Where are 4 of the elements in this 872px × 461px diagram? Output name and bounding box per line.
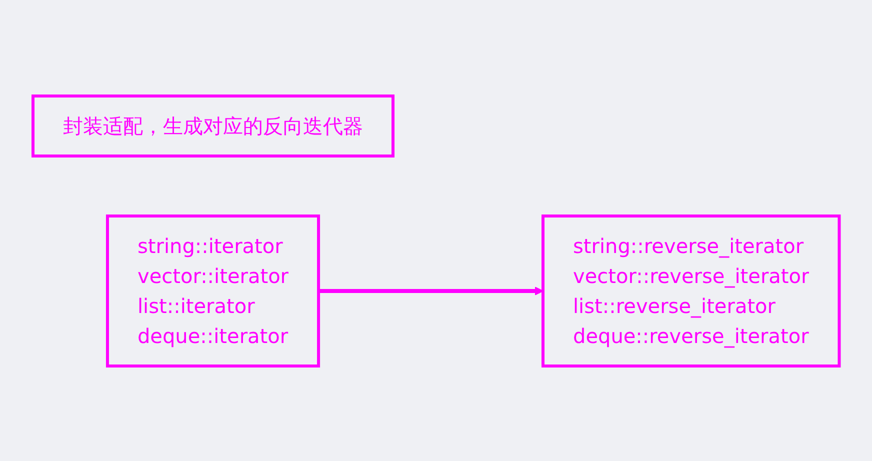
node-box: string::reverse_iterator vector::reverse_iterator list::reverse_iterator deque::reverse_iterator (541, 214, 841, 367)
arrow (318, 286, 544, 295)
node-box: 封装适配，生成对应的反向迭代器 (31, 94, 394, 157)
node-box: string::iterator vector::iterator list::iterator deque::iterator (106, 214, 320, 367)
